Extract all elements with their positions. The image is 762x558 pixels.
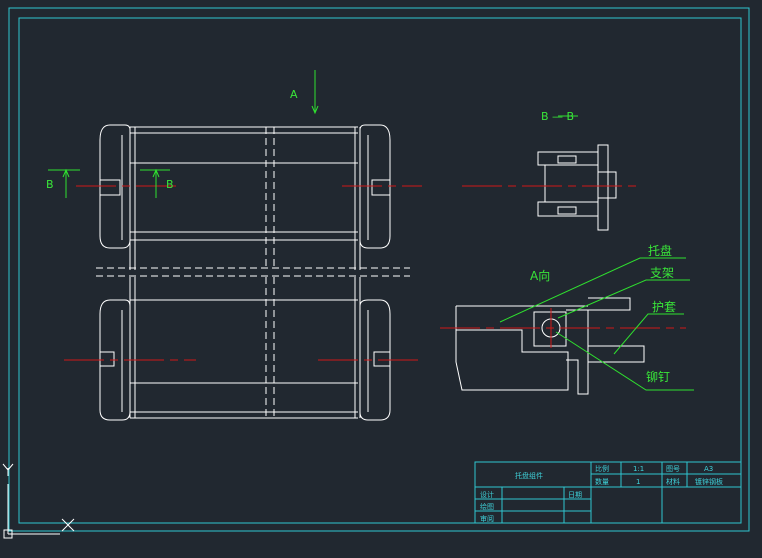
title-block-name: 托盘组件 bbox=[515, 471, 543, 480]
section-title-label: B — B bbox=[541, 110, 574, 123]
title-block bbox=[474, 461, 742, 524]
leader-label-sleeve: 护套 bbox=[652, 300, 676, 314]
section-bb-view bbox=[462, 144, 640, 231]
section-arrow-icon bbox=[48, 70, 578, 198]
title-block-drawing-label: 绘图 bbox=[480, 502, 494, 511]
title-block-material-label: 材料 bbox=[666, 477, 680, 486]
title-block-date-label: 日期 bbox=[568, 491, 582, 499]
title-block-review-label: 审阅 bbox=[480, 514, 494, 523]
title-block-drawing-no-label: 图号 bbox=[666, 465, 680, 473]
leader-label-bracket: 支架 bbox=[650, 266, 674, 280]
section-b-left-label: B bbox=[46, 178, 54, 191]
section-b-right-label: B bbox=[166, 178, 174, 191]
view-a-title: A向 bbox=[530, 268, 550, 283]
title-block-quantity-label: 数量 bbox=[595, 477, 609, 486]
main-plan-view bbox=[64, 124, 422, 421]
title-block-design-label: 设计 bbox=[480, 490, 494, 499]
ucs-axis-icon bbox=[2, 463, 75, 539]
title-block-scale-label: 比例 bbox=[595, 464, 609, 473]
title-block-scale-value: 1:1 bbox=[633, 465, 644, 473]
title-block-drawing-no-value: A3 bbox=[704, 465, 713, 473]
leader-lines bbox=[499, 257, 694, 391]
view-arrow-a-label: A bbox=[290, 88, 298, 101]
detail-a-view bbox=[440, 297, 686, 395]
drawing-frame bbox=[8, 7, 750, 532]
title-block-material-value: 镀锌钢板 bbox=[695, 477, 723, 486]
leader-label-tray: 托盘 bbox=[648, 243, 672, 258]
leader-label-rivet: 铆钉 bbox=[646, 369, 670, 384]
title-block-quantity-value: 1 bbox=[636, 478, 640, 486]
